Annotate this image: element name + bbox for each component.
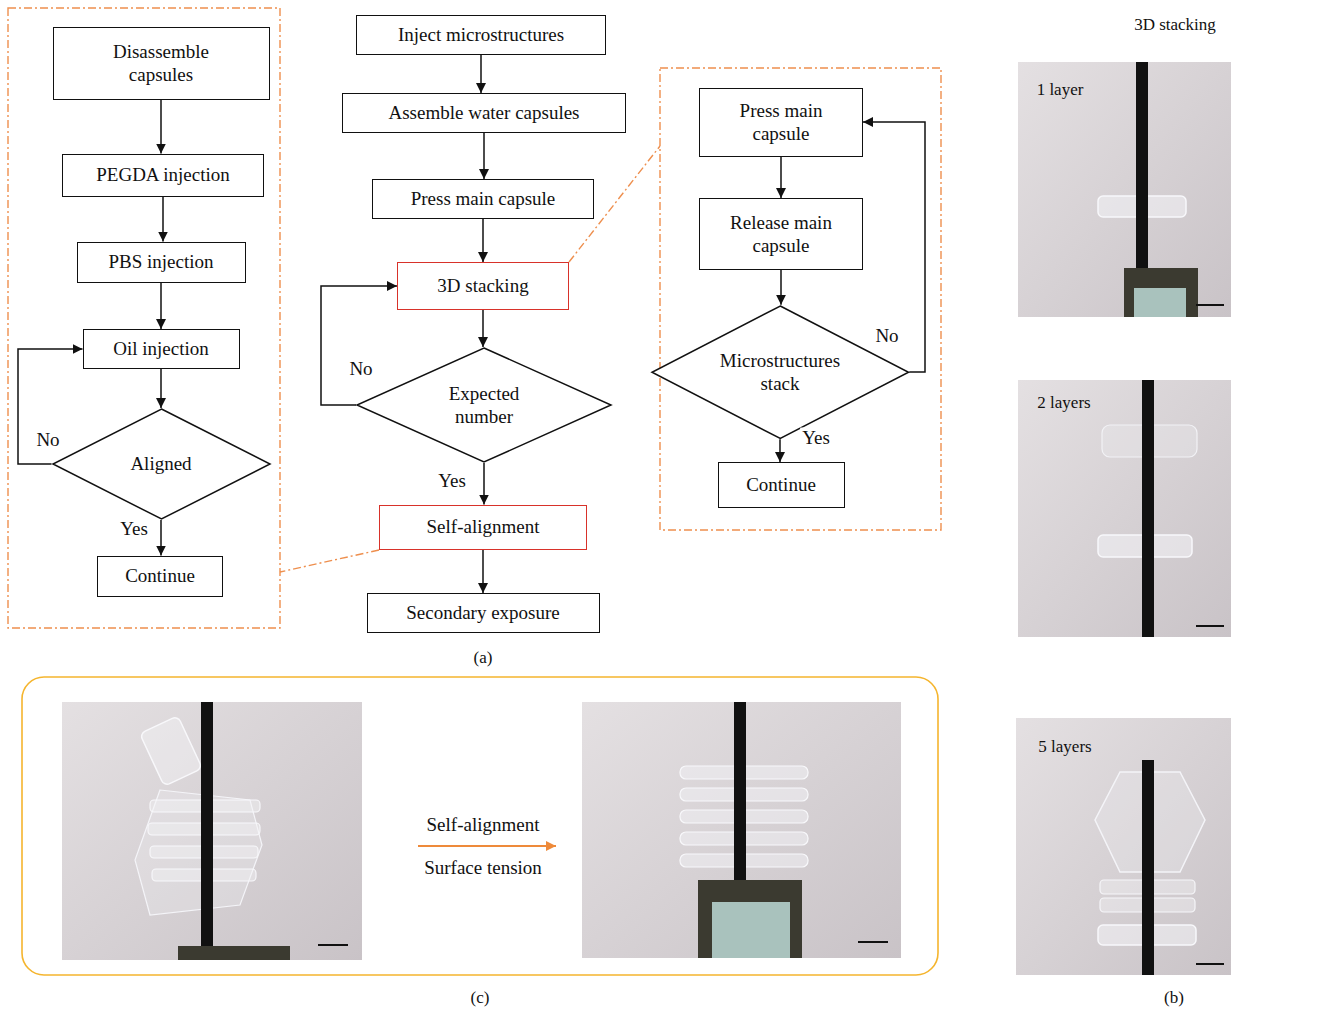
node-text: Expected number bbox=[427, 382, 542, 428]
process-box: Press main capsule bbox=[372, 179, 594, 219]
node-text: Press main capsule bbox=[411, 187, 556, 210]
diamond-shape bbox=[652, 306, 909, 438]
panel-label: (c) bbox=[471, 989, 490, 1008]
node-text: Release main capsule bbox=[727, 211, 835, 257]
decision-diamond: Aligned bbox=[52, 408, 271, 520]
edge-label: Yes bbox=[800, 428, 832, 449]
connector-arrow bbox=[160, 100, 162, 154]
connector-arrow bbox=[321, 286, 397, 405]
process-box: Continue bbox=[97, 556, 223, 597]
panel-label: Self-alignment bbox=[427, 815, 540, 836]
edge-label: No bbox=[347, 359, 374, 380]
micrograph bbox=[1018, 380, 1231, 637]
node-text: PEGDA injection bbox=[96, 163, 230, 186]
node-text: Inject microstructures bbox=[398, 23, 564, 46]
micrograph bbox=[582, 702, 901, 958]
node-text: Continue bbox=[746, 473, 816, 496]
process-arrow bbox=[418, 845, 556, 847]
connector-arrow bbox=[160, 283, 162, 330]
diamond-shape bbox=[53, 409, 270, 519]
decision-diamond: Microstructures stack bbox=[651, 305, 910, 439]
node-text: Press main capsule bbox=[727, 99, 835, 145]
panel-label: 3D stacking bbox=[1134, 16, 1216, 35]
process-box: Self-alignment bbox=[379, 505, 587, 550]
connector-arrow bbox=[18, 349, 83, 464]
connector-arrow bbox=[483, 133, 485, 179]
process-box: Secondary exposure bbox=[367, 593, 600, 633]
process-box: Oil injection bbox=[83, 329, 240, 369]
connector-arrow bbox=[482, 550, 484, 594]
node-text: Continue bbox=[125, 564, 195, 587]
node-text: 3D stacking bbox=[437, 274, 528, 297]
connector-arrow bbox=[480, 55, 482, 93]
micrograph bbox=[1018, 62, 1231, 317]
node-text: Aligned bbox=[130, 452, 191, 475]
node-text: Oil injection bbox=[113, 337, 209, 360]
connector-arrow bbox=[482, 310, 484, 347]
image-label: 2 layers bbox=[1037, 394, 1090, 413]
detail-frame bbox=[8, 8, 941, 628]
decision-diamond: Expected number bbox=[356, 347, 612, 463]
edge-label: No bbox=[34, 430, 61, 451]
node-text: Assemble water capsules bbox=[389, 101, 580, 124]
connector-arrow bbox=[780, 157, 782, 199]
connector-arrow bbox=[160, 369, 162, 408]
diamond-outline bbox=[356, 347, 612, 463]
diamond-outline bbox=[651, 305, 910, 439]
process-box: Release main capsule bbox=[699, 198, 863, 270]
edge-label: No bbox=[873, 326, 900, 347]
node-text: Microstructures stack bbox=[712, 349, 847, 395]
node-text: Secondary exposure bbox=[406, 601, 560, 624]
connector-arrow bbox=[483, 463, 485, 505]
diamond-shape bbox=[357, 348, 611, 462]
process-box: PEGDA injection bbox=[62, 154, 264, 197]
micrograph bbox=[62, 702, 362, 960]
process-box: 3D stacking bbox=[397, 262, 569, 310]
image-label: 5 layers bbox=[1038, 738, 1091, 757]
micrograph bbox=[1016, 718, 1231, 975]
node-text: PBS injection bbox=[108, 250, 213, 273]
connector-arrow bbox=[779, 439, 781, 462]
connector-arrow bbox=[160, 520, 162, 556]
panel-frame bbox=[22, 677, 938, 975]
node-text: Disassemble capsules bbox=[101, 40, 221, 86]
edge-label: Yes bbox=[118, 519, 150, 540]
connector-arrow bbox=[780, 270, 782, 305]
process-box: Disassemble capsules bbox=[53, 27, 270, 100]
connector-arrow bbox=[482, 219, 484, 262]
node-text: Self-alignment bbox=[427, 515, 540, 538]
process-box: Inject microstructures bbox=[356, 15, 606, 55]
connector-arrow bbox=[863, 122, 925, 372]
connector-arrow bbox=[162, 197, 164, 242]
panel-label: Surface tension bbox=[424, 858, 542, 879]
process-box: Assemble water capsules bbox=[342, 93, 626, 133]
image-label: 1 layer bbox=[1037, 81, 1084, 100]
panel-label: (b) bbox=[1164, 989, 1184, 1008]
panel-label: (a) bbox=[474, 649, 493, 668]
process-box: PBS injection bbox=[77, 242, 246, 283]
process-box: Continue bbox=[718, 462, 845, 508]
edge-label: Yes bbox=[436, 471, 468, 492]
process-box: Press main capsule bbox=[699, 88, 863, 157]
